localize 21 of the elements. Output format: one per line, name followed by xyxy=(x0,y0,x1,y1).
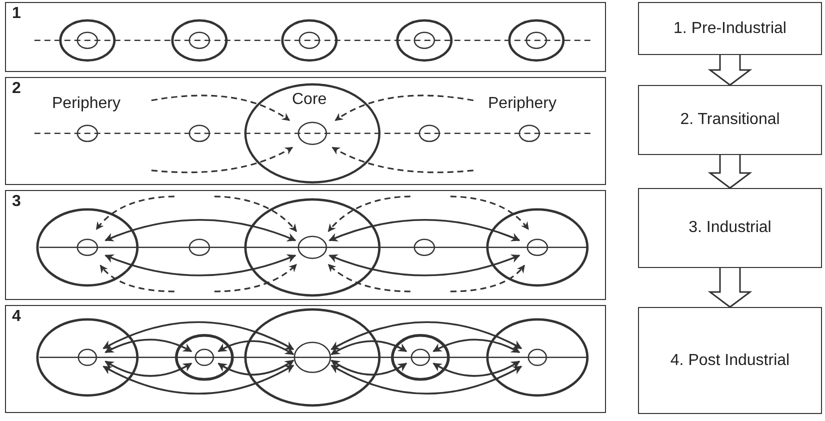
stage-box xyxy=(638,188,822,268)
stage-label: 3. Industrial xyxy=(688,219,772,237)
stage-panel xyxy=(5,190,606,300)
region-label: Periphery xyxy=(488,96,556,112)
panel-number: 1 xyxy=(12,5,21,23)
panel-number: 2 xyxy=(12,80,21,98)
region-label: Periphery xyxy=(52,96,120,112)
stage-label: 1. Pre-Industrial xyxy=(674,20,786,38)
region-label: Core xyxy=(292,92,327,108)
panel-number: 3 xyxy=(12,193,21,211)
stage-box xyxy=(638,85,822,155)
stage-panel xyxy=(5,305,606,413)
hollow-arrow xyxy=(708,154,752,189)
panel-number: 4 xyxy=(12,308,21,326)
stage-box xyxy=(638,307,822,414)
hollow-arrow xyxy=(708,54,752,86)
stage-label: 2. Transitional xyxy=(680,111,780,129)
stage-panel xyxy=(5,2,606,72)
stage-box xyxy=(638,2,822,55)
stage-label: 4. Post Industrial xyxy=(670,352,790,370)
hollow-arrow xyxy=(708,267,752,308)
